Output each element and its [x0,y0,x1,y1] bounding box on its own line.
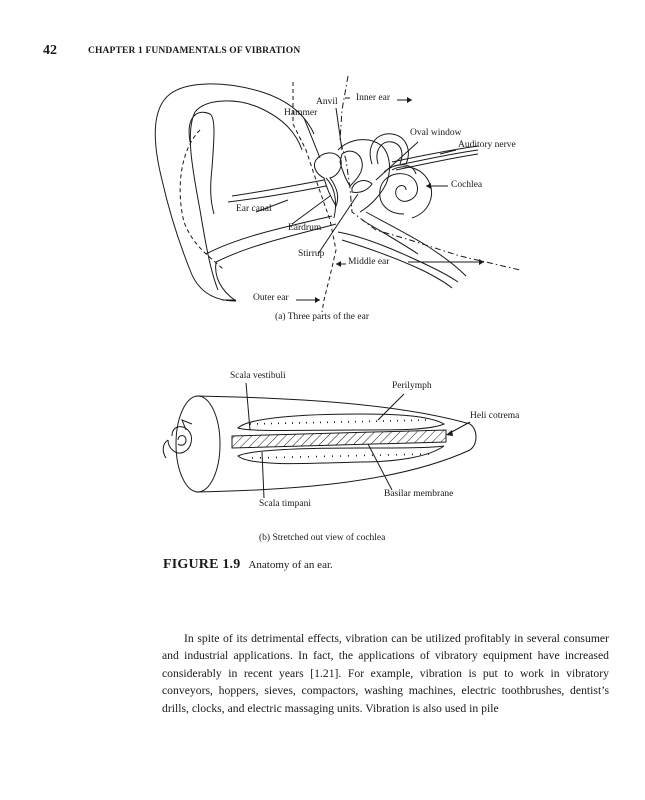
label-outer-ear: Outer ear [253,293,289,303]
figure-caption-text: Anatomy of an ear. [248,559,333,571]
label-auditory-nerve: Auditory nerve [458,140,516,150]
middle-ear-cavity [338,140,389,212]
label-ear-canal: Ear canal [236,204,272,214]
arrowhead-outer-ear-right [315,297,320,303]
outer-ear-outline [155,84,314,301]
cochlea-stretched-drawing [163,383,476,498]
label-hammer: Hammer [284,108,318,118]
hammer-bone [314,153,341,206]
label-anvil: Anvil [316,97,338,107]
label-scala-vestibuli: Scala vestibuli [230,371,286,381]
label-scala-timpani: Scala timpani [259,499,311,509]
label-middle-ear: Middle ear [348,257,390,267]
cochlea-tip [470,424,476,450]
cochlea-body-top [196,396,470,424]
running-head: CHAPTER 1 FUNDAMENTALS OF VIBRATION [88,46,301,56]
cochlea-snail-icon [163,420,192,458]
leader-auditory-nerve [440,150,456,154]
figure-caption: FIGURE 1.9 Anatomy of an ear. [163,555,333,573]
label-heli-cotrema: Heli cotrema [470,411,520,421]
arrowhead-inner-ear [407,97,412,103]
auditory-nerve-lines [392,146,478,170]
caption-figure-a: (a) Three parts of the ear [275,312,369,322]
outer-ear-dashed [180,130,224,270]
leader-anvil [336,108,342,150]
semicircular-canal-1-inner [377,142,402,164]
caption-figure-b: (b) Stretched out view of cochlea [259,533,386,543]
leader-hammer [304,118,320,158]
figure-number: FIGURE 1.9 [163,557,241,572]
label-oval-window: Oval window [410,128,462,138]
ear-canal-bottom [206,216,332,254]
arrowhead-cochlea [426,183,431,189]
leader-scala-vestibuli [246,383,250,430]
leader-oval-window [376,142,418,180]
label-basilar-membrane: Basilar membrane [384,489,454,499]
cochlea-body-bottom [196,450,470,492]
basilar-membrane-band [232,430,446,448]
page-number: 42 [43,43,57,58]
arrowhead-middle-ear-right [479,259,484,265]
antihelix-line [189,112,214,214]
body-paragraph: In spite of its detrimental effects, vib… [162,632,609,715]
perilymph-dots-upper [250,420,430,424]
cochlea-spiral [380,167,432,218]
helix-inner-line [190,101,302,290]
ear-canal-top-2 [228,186,326,202]
leader-eardrum [292,196,330,224]
perilymph-dots-lower [252,454,430,458]
leader-ear-canal [256,200,288,212]
ear-canal-bottom-2 [216,224,336,262]
eustachian-tube-2 [362,220,418,254]
label-cochlea: Cochlea [451,180,483,190]
outer-middle-boundary [293,82,336,312]
ear-canal-top [232,180,324,196]
ear-anatomy-drawing [155,76,520,312]
leader-stirrup [318,194,358,254]
label-eardrum: Eardrum [288,223,322,233]
arrowhead-middle-ear-left [336,261,341,267]
middle-inner-boundary [340,76,520,270]
eardrum-membrane [326,178,336,218]
anvil-bone [340,151,362,186]
label-perilymph: Perilymph [392,381,432,391]
skull-lower-2 [342,240,452,288]
leader-basilar-membrane [368,444,392,490]
leader-perilymph [378,394,404,420]
scala-timpani-outline [238,446,444,464]
ear-lobe [216,262,236,301]
stirrup-bone [352,181,372,193]
skull-lower [338,232,458,282]
label-inner-ear: Inner ear [356,93,391,103]
cochlea-base-ellipse [176,396,220,492]
label-stirrup: Stirrup [298,249,325,259]
arrowhead-heli-cotrema [446,430,453,436]
semicircular-canal-1 [370,134,408,164]
leader-scala-timpani [262,452,264,498]
scala-vestibuli-outline [238,414,444,431]
